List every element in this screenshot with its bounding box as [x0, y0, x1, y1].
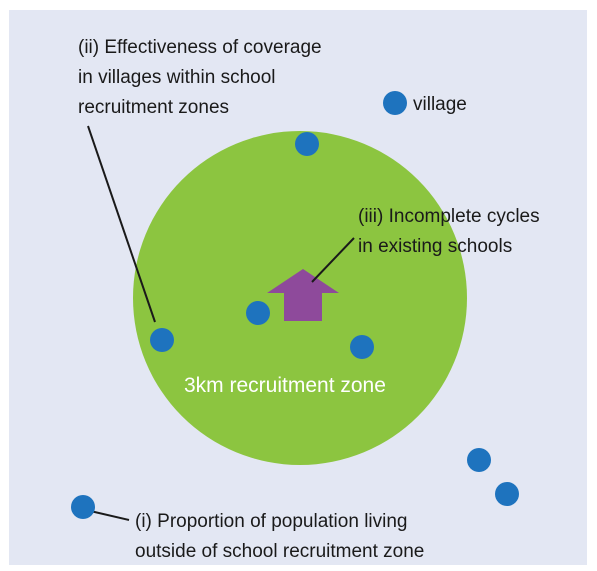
village-dot-icon — [350, 335, 374, 359]
village-dot-icon — [495, 482, 519, 506]
village-legend-label: village — [413, 94, 467, 115]
effectiveness-leader-line — [87, 125, 156, 323]
village-dot-icon — [295, 132, 319, 156]
effectiveness-annotation-line-1: (ii) Effectiveness of coverage — [78, 37, 322, 58]
proportion-annotation-line-1: (i) Proportion of population living — [135, 511, 408, 532]
village-dot-icon — [467, 448, 491, 472]
school-house-icon — [267, 269, 339, 321]
effectiveness-annotation-line-2: in villages within school — [78, 67, 276, 88]
zone-label: 3km recruitment zone — [184, 374, 386, 397]
incomplete-annotation-line-2: in existing schools — [358, 236, 512, 257]
effectiveness-annotation-line-3: recruitment zones — [78, 97, 229, 118]
village-dot-icon — [71, 495, 95, 519]
village-dot-icon — [150, 328, 174, 352]
incomplete-annotation-line-1: (iii) Incomplete cycles — [358, 206, 540, 227]
proportion-annotation-line-2: outside of school recruitment zone — [135, 541, 424, 562]
incomplete-leader-line — [311, 237, 355, 283]
village-dot-icon — [383, 91, 407, 115]
village-dot-icon — [246, 301, 270, 325]
